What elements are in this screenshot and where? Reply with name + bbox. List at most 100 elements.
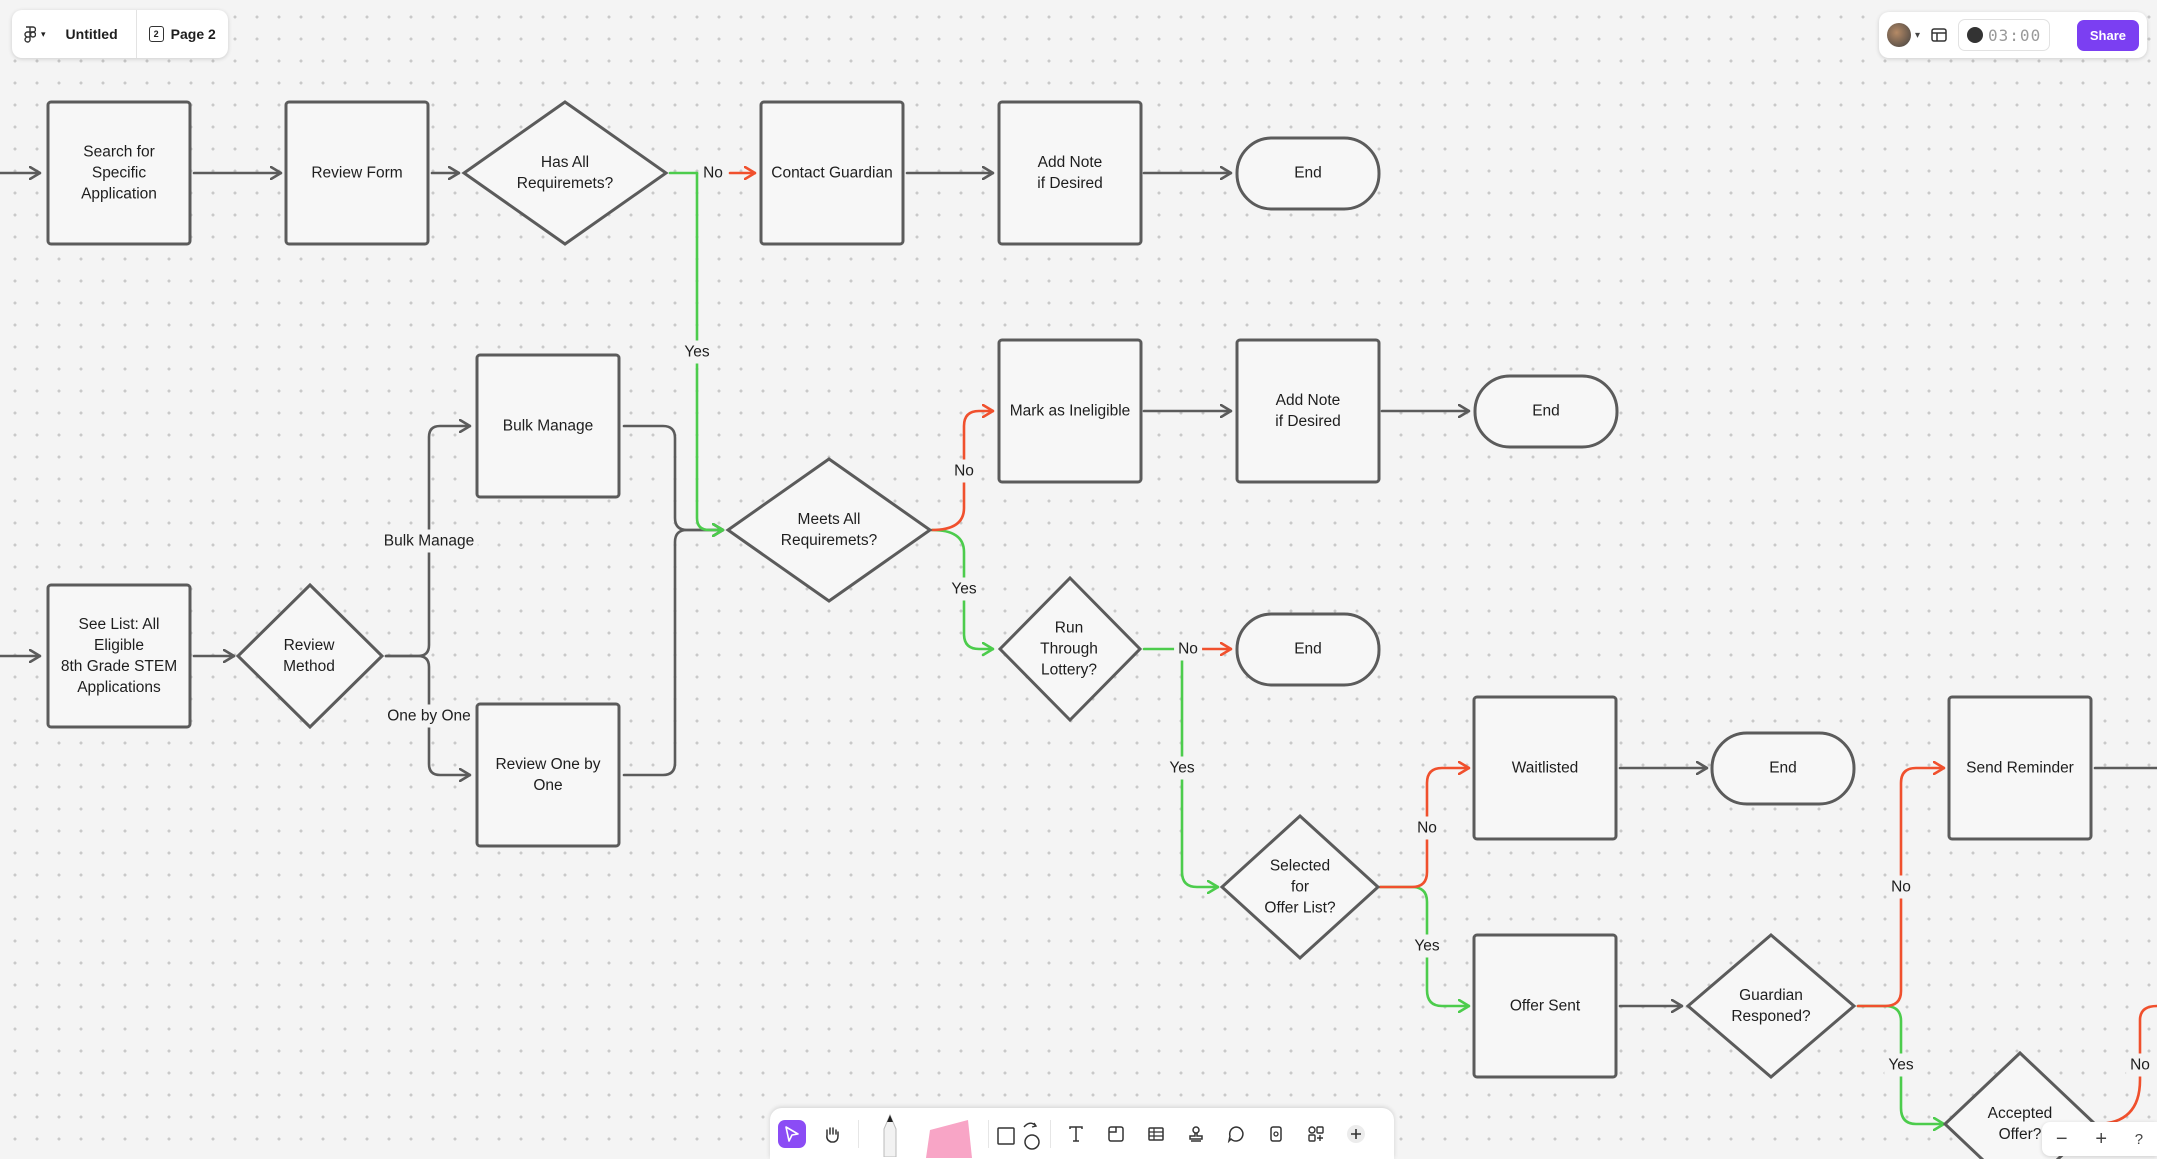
node-see-list[interactable] [46,583,192,729]
table-icon [1148,1127,1164,1141]
node-run-lottery[interactable] [997,575,1143,723]
comment-icon [1227,1126,1244,1143]
connector[interactable] [622,530,725,777]
node-offer-sent[interactable] [1472,933,1618,1079]
node-label: Has All Requiremets? [516,154,614,192]
node-label: Contact Guardian [771,164,893,182]
comment-tool-button[interactable] [1222,1120,1250,1148]
node-has-all-requirements[interactable] [461,100,669,246]
connector[interactable] [622,424,725,530]
page-icon: 2 [148,26,164,42]
marker-tool-button[interactable] [876,1112,904,1158]
edge-label-yes: Yes [947,577,981,601]
file-toolbar: ▾ Untitled 2 Page 2 [12,10,228,58]
zoom-in-button[interactable]: + [2095,1127,2107,1150]
move-tool-button[interactable] [778,1120,806,1148]
node-label: End [1532,402,1560,420]
widget-icon [1270,1126,1282,1142]
node-mark-ineligible[interactable] [997,338,1143,484]
bottom-toolbar [770,1108,1394,1159]
node-meets-all-requirements[interactable] [725,457,933,603]
zoom-controls: − + ? [2042,1122,2157,1156]
node-label: End [1769,759,1797,777]
widget-tool-button[interactable] [1262,1120,1290,1148]
timer[interactable]: 03:00 [1958,19,2051,51]
node-end-4[interactable] [1710,731,1856,806]
timer-value: 03:00 [1988,25,2042,45]
connector-no[interactable] [930,411,995,532]
edge-label-bulk-manage: Bulk Manage [379,529,479,553]
node-search-application[interactable] [46,100,192,246]
node-bulk-manage[interactable] [475,353,621,499]
stamp-icon [1189,1126,1203,1142]
edge-label-yes: Yes [1410,934,1444,958]
node-label: Send Reminder [1966,759,2074,777]
layout-icon[interactable] [1930,26,1948,44]
node-label: Add Note if Desired [1037,154,1103,192]
node-label: Run Through Lottery? [1040,619,1098,679]
node-send-reminder[interactable] [1947,695,2093,841]
apps-icon [1308,1126,1324,1142]
shape-tool-button[interactable] [994,1120,1040,1150]
edge-label-no: No [2126,1053,2154,1077]
node-label: Meets All Requiremets? [780,511,878,549]
section-tool-button[interactable] [1102,1120,1130,1148]
node-add-note-2[interactable] [1235,338,1381,484]
node-selected-offer-list[interactable] [1219,813,1381,961]
chevron-down-icon: ▾ [41,28,46,39]
edge-label-no: No [1174,637,1202,661]
node-label: Selected for Offer List? [1264,857,1336,917]
edge-label-yes: Yes [1165,756,1199,780]
node-review-form[interactable] [284,100,430,246]
file-name[interactable]: Untitled [65,26,118,42]
node-end-1[interactable] [1235,136,1381,211]
text-icon [1069,1126,1083,1142]
main-menu-button[interactable]: ▾ [12,10,58,58]
edge-label-yes: Yes [1884,1053,1918,1077]
node-review-method[interactable] [235,582,385,730]
node-review-one-by-one[interactable] [475,702,621,848]
node-label: Accepted Offer? [1987,1105,2053,1143]
sticky-note-tool-button[interactable] [924,1116,976,1158]
page-selector[interactable]: 2 Page 2 [137,10,228,58]
table-tool-button[interactable] [1142,1120,1170,1148]
avatar[interactable]: ▾ [1887,23,1920,47]
node-waitlisted[interactable] [1472,695,1618,841]
divider [988,1120,989,1148]
connector-yes[interactable] [930,528,995,649]
divider [135,10,137,58]
node-label: Review One by One [495,756,601,794]
timer-avatar-icon [1967,27,1984,43]
divider [1050,1120,1051,1148]
marker-icon [883,1113,897,1157]
edge-label-no: No [1413,816,1441,840]
edge-label-no: No [699,161,727,185]
apps-tool-button[interactable] [1302,1120,1330,1148]
more-tools-button[interactable] [1342,1120,1370,1148]
cursor-icon [785,1126,799,1142]
node-label: See List: All Eligible 8th Grade STEM Ap… [60,616,178,696]
chevron-down-icon: ▾ [1915,29,1921,41]
node-label: Review Method [283,637,335,675]
help-button[interactable]: ? [2134,1130,2144,1148]
figma-logo-icon [24,25,36,43]
node-guardian-responded[interactable] [1685,933,1857,1079]
connector-yes[interactable] [695,171,725,530]
zoom-out-button[interactable]: − [2055,1127,2068,1150]
share-button[interactable]: Share [2076,19,2139,51]
text-tool-button[interactable] [1062,1120,1090,1148]
connector-no[interactable] [2094,1004,2157,1126]
page-label: Page 2 [170,26,216,42]
node-end-3[interactable] [1235,612,1381,687]
stamp-tool-button[interactable] [1182,1120,1210,1148]
node-label: Review Form [311,164,403,182]
node-add-note-1[interactable] [997,100,1143,246]
connector-yes[interactable] [1180,647,1220,887]
node-label: End [1294,164,1322,182]
node-label: Add Note if Desired [1275,392,1341,430]
hand-tool-button[interactable] [818,1120,846,1148]
node-contact-guardian[interactable] [759,100,905,246]
node-end-2[interactable] [1473,374,1619,449]
node-label: Offer Sent [1509,997,1581,1015]
